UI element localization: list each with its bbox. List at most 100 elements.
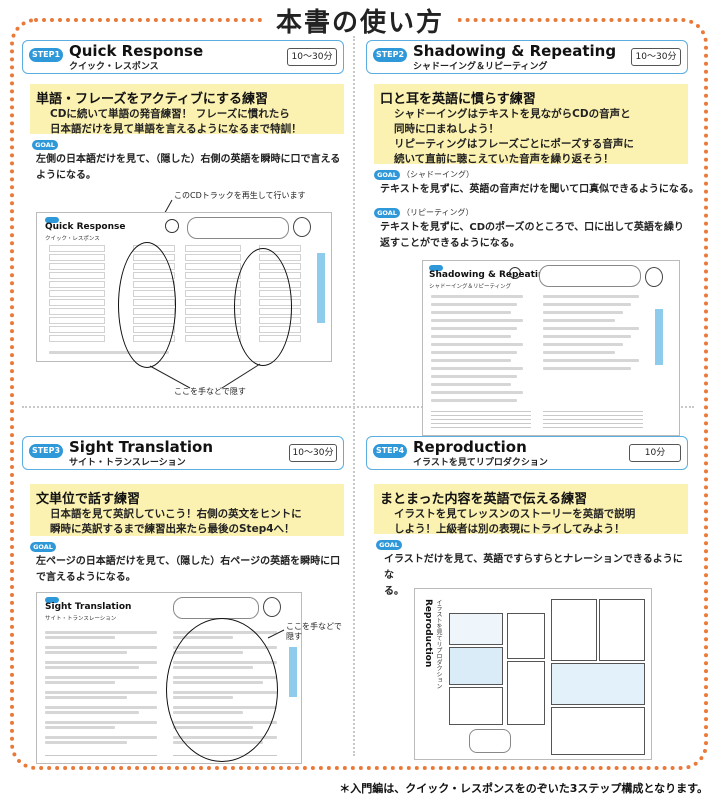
step3-title-jp: サイト・トランスレーション <box>69 458 186 468</box>
sample-rule <box>431 423 531 424</box>
sample-row-cell <box>49 335 105 342</box>
sample-text-line <box>431 327 517 330</box>
step2-mini-title: Shadowing & Repeating <box>429 270 551 280</box>
sample-row-cell <box>49 263 105 270</box>
sample-row-cell <box>49 272 105 279</box>
sample-row-cell <box>185 335 241 342</box>
step2-title-jp: シャドーイング＆リピーティング <box>413 62 548 72</box>
sample-row-cell <box>49 308 105 315</box>
step1-callout-top: このCDトラックを再生して行います <box>174 191 306 200</box>
step2-panel: STEP2 Shadowing & Repeating シャドーイング＆リピーテ… <box>366 40 699 436</box>
sample-text-line <box>45 646 157 649</box>
sample-row-cell <box>185 281 241 288</box>
sample-text-line <box>431 335 511 338</box>
sample-rule <box>431 419 531 420</box>
vertical-divider <box>353 36 355 756</box>
sample-row-cell <box>185 308 241 315</box>
horizontal-divider <box>22 406 694 408</box>
sample-text-line <box>45 736 157 739</box>
sample-text-line <box>543 327 639 330</box>
step3-mini-sub: サイト・トランスレーション <box>45 616 117 622</box>
step1-highlight: 単語・フレーズをアクティブにする練習 CDに続いて単語の発音練習！ フレーズに慣… <box>30 84 344 135</box>
step3-callout: ここを手などで 隠す <box>286 622 342 641</box>
sample-row-cell <box>49 245 105 252</box>
step2-badge: STEP2 <box>373 48 407 62</box>
cd-track-icon <box>509 267 521 279</box>
sample-rule <box>543 419 643 420</box>
step4-goal-text: イラストだけを見て、英語ですらすらとナレーションできるようにな る。 <box>384 554 683 597</box>
sample-row-cell <box>49 281 105 288</box>
sample-row-cell <box>185 317 241 324</box>
sample-text-line <box>431 367 523 370</box>
sample-text-line <box>45 651 127 654</box>
sample-text-line <box>45 711 139 714</box>
step3-goal-text: 左ページの日本語だけを見て、（隠した）右ページの英語を瞬時に口 で言えるようにな… <box>36 556 341 583</box>
face-icon <box>293 217 311 237</box>
sample-text-line <box>431 359 511 362</box>
illustration-panel <box>507 661 545 725</box>
sample-row-cell <box>49 254 105 261</box>
sample-text-line <box>45 636 115 639</box>
step2-title-en: Shadowing & Repeating <box>413 42 617 60</box>
sample-text-line <box>45 676 157 679</box>
sample-rule <box>431 415 531 416</box>
step1-mini-sub: クイック・レスポンス <box>45 236 100 242</box>
step1-oval-right <box>234 248 292 366</box>
sample-text-line <box>431 319 523 322</box>
sample-rule <box>431 411 531 412</box>
sample-text-line <box>543 343 623 346</box>
step2-time: 10〜30分 <box>631 48 681 66</box>
sample-row-cell <box>185 245 241 252</box>
step4-panel: STEP4 Reproduction イラストを見てリプロダクション 10分 ま… <box>366 436 692 766</box>
step3-highlight: 文単位で話す練習 日本語を見て英訳していこう！右側の英文をヒントに 瞬時に英訳す… <box>30 484 344 536</box>
sample-rule <box>431 427 531 428</box>
sample-row-cell <box>49 317 105 324</box>
sample-row-cell <box>185 272 241 279</box>
step2-goal2-label: （リピーティング） <box>402 208 474 217</box>
step2-mini-sub: シャドーイング＆リピーティング <box>429 284 512 290</box>
illustration-panel <box>449 687 503 725</box>
face-icon <box>263 597 281 617</box>
page-title: 本書の使い方 <box>275 8 444 38</box>
sample-text-line <box>431 303 517 306</box>
sample-text-line <box>431 399 517 402</box>
sample-text-line <box>431 343 523 346</box>
step1-time: 10〜30分 <box>287 48 337 66</box>
step2-sample-page: Shadowing & Repeating シャドーイング＆リピーティング <box>422 260 680 436</box>
sample-row-cell <box>185 263 241 270</box>
step1-title-jp: クイック・レスポンス <box>69 62 159 72</box>
step4-highlight: まとまった内容を英語で伝える練習 イラストを見てレッスンのストーリーを英語で説明… <box>374 484 688 535</box>
step4-goal-badge: GOAL <box>376 540 402 550</box>
sample-text-line <box>45 661 157 664</box>
sample-rule <box>543 427 643 428</box>
step1-mini-title: Quick Response <box>45 222 126 232</box>
step4-sample-page: Reproduction イラストを見てリプロダクション <box>414 588 652 760</box>
step2-goal1-text: テキストを見ずに、英語の音声だけを聞いて口真似できるようになる。 <box>380 184 699 195</box>
step4-badge: STEP4 <box>373 444 407 458</box>
illustration-panel <box>551 599 597 661</box>
cd-track-icon <box>165 219 179 233</box>
sample-row-cell <box>185 290 241 297</box>
sample-text-line <box>431 311 511 314</box>
step1-title-en: Quick Response <box>69 42 204 60</box>
illustration-panel <box>551 707 645 755</box>
step2-goal-badge-2: GOAL <box>374 208 400 218</box>
step2-header: STEP2 Shadowing & Repeating シャドーイング＆リピーテ… <box>366 40 688 74</box>
sample-text-line <box>543 295 639 298</box>
step4-title-jp: イラストを見てリプロダクション <box>413 458 548 468</box>
illustration-panel <box>449 613 503 645</box>
step1-heading: 単語・フレーズをアクティブにする練習 <box>36 92 269 107</box>
step1-desc-2: 日本語だけを見て単語を言えるようになるまで特訓！ <box>50 123 302 135</box>
sample-text-line <box>45 706 157 709</box>
sample-text-line <box>543 319 615 322</box>
sample-rule <box>543 423 643 424</box>
sample-row-cell <box>185 326 241 333</box>
step3-mini-title: Sight Translation <box>45 602 132 612</box>
sample-row-cell <box>49 290 105 297</box>
sample-rule <box>543 411 643 412</box>
sample-text-line <box>431 383 511 386</box>
illustration-panel <box>449 647 503 685</box>
sample-text-line <box>543 351 615 354</box>
step2-highlight: 口と耳を英語に慣らす練習 シャドーイングはテキストを見ながらCDの音声と 同時に… <box>374 84 688 165</box>
step3-header: STEP3 Sight Translation サイト・トランスレーション 10… <box>22 436 344 470</box>
